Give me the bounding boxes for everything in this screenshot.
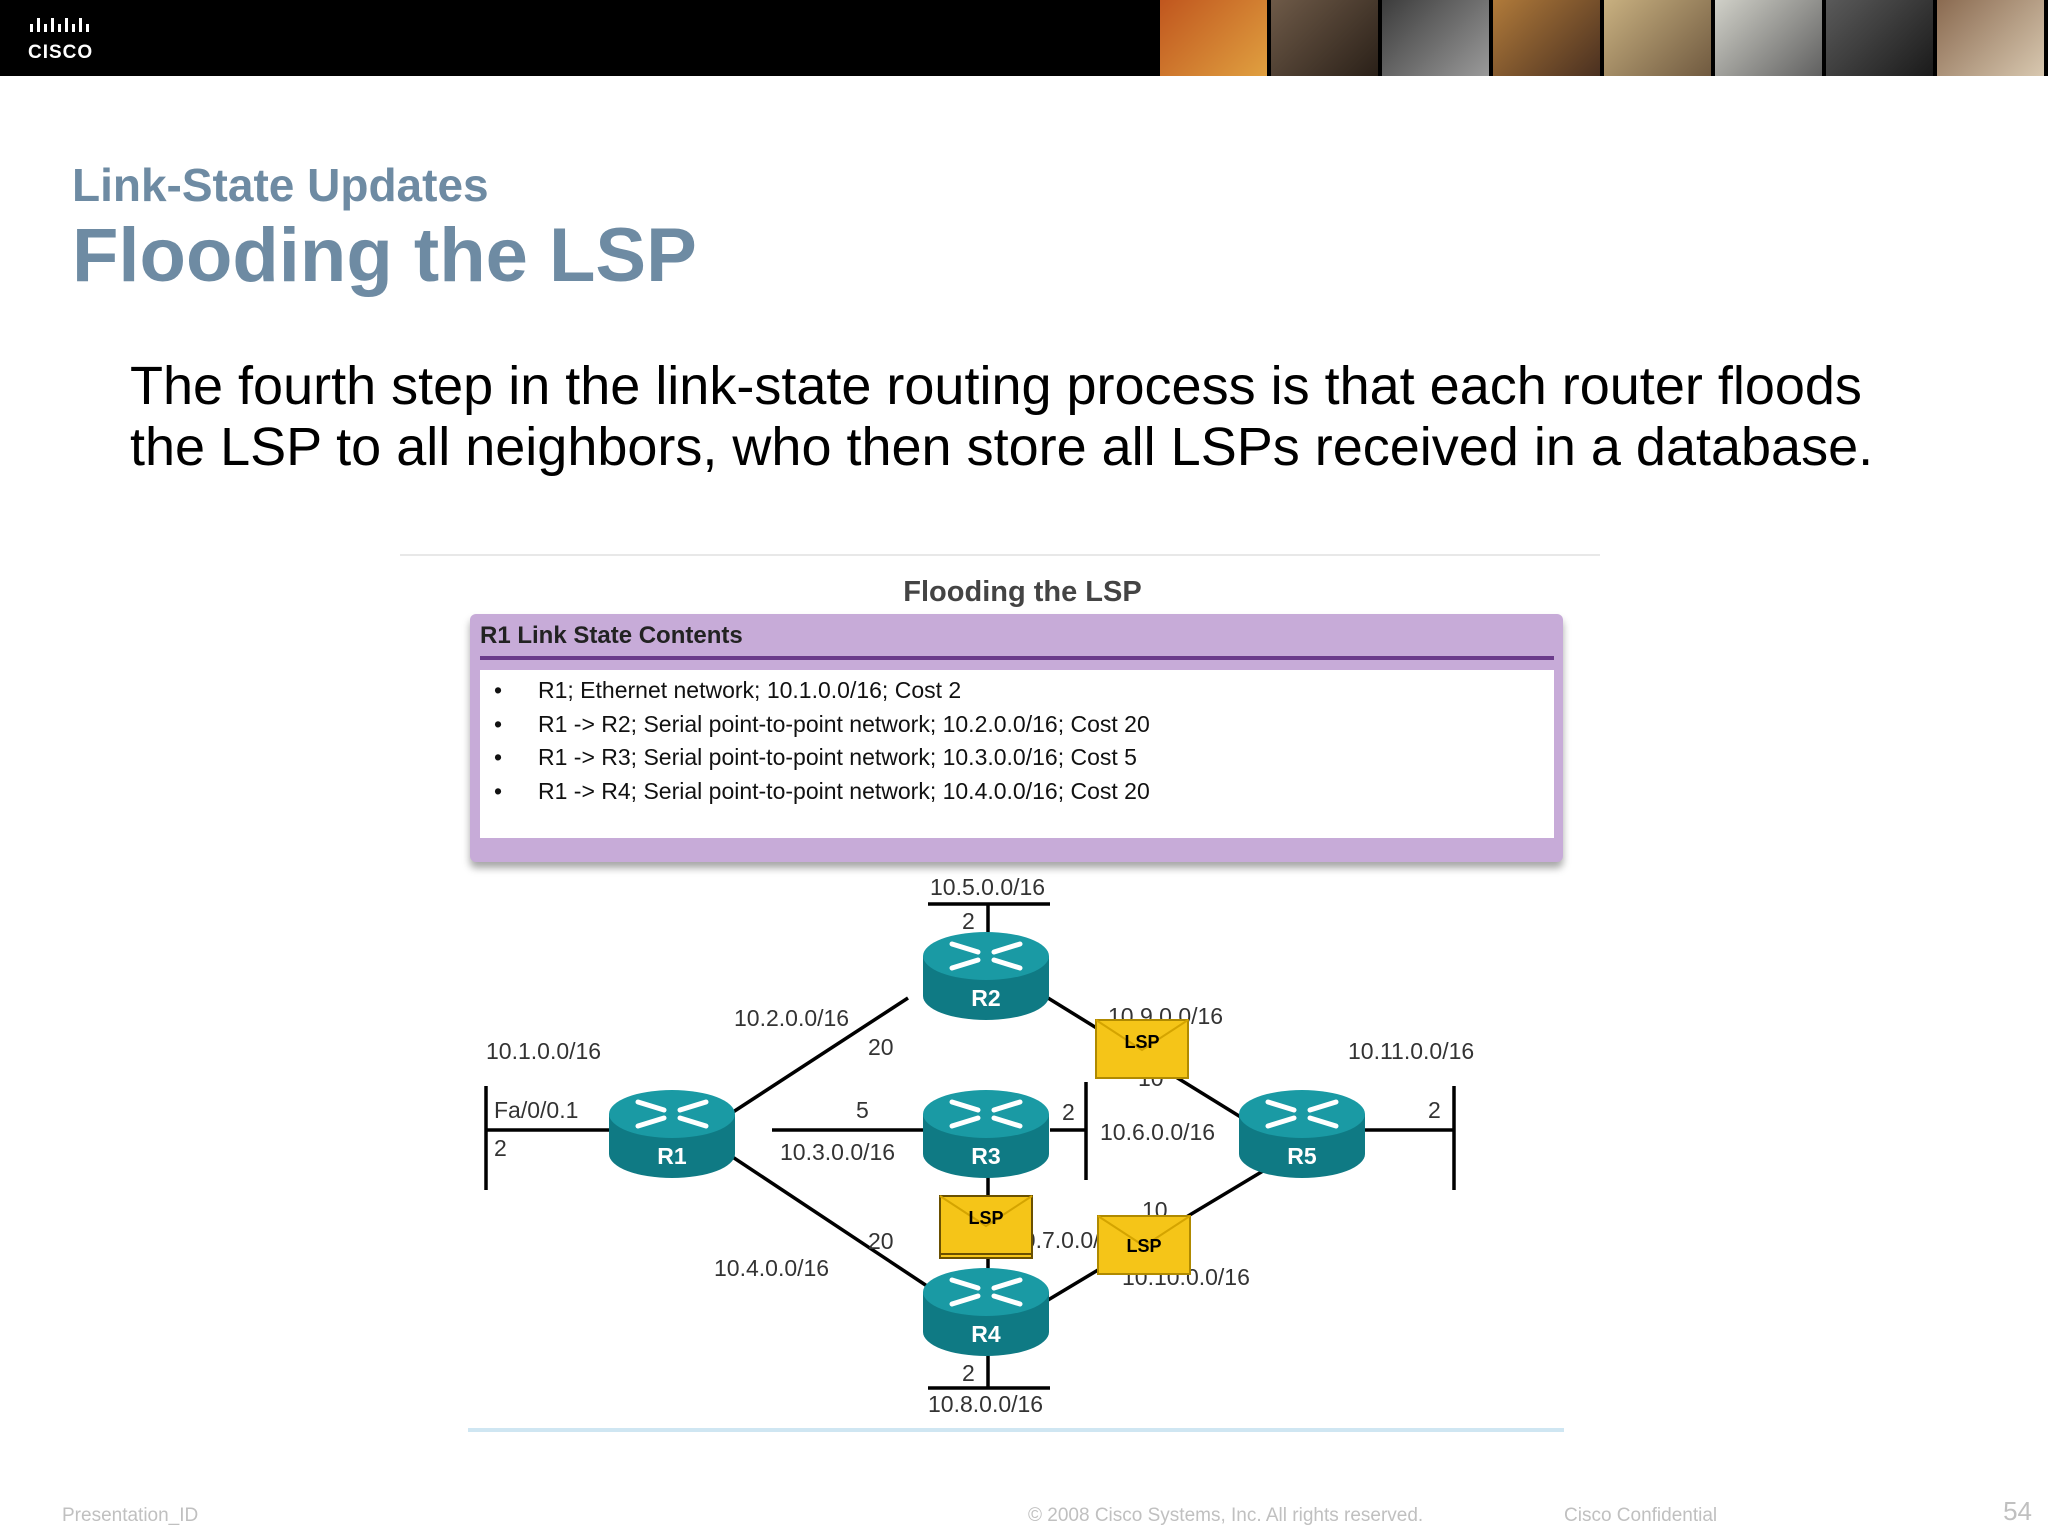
network-topology-diagram: R1 R2 R3 R4 R5 10.5.0.0/16 2 10.2.0.0/16…	[484, 874, 1474, 1417]
router-r2: R2	[923, 932, 1049, 1020]
header-photo-strip	[1160, 0, 2048, 76]
figure-top-divider	[400, 554, 1600, 556]
header-photo	[1160, 0, 1267, 76]
router-r3: R3	[923, 1090, 1049, 1178]
header-photo	[1715, 0, 1822, 76]
footer-copyright: © 2008 Cisco Systems, Inc. All rights re…	[1028, 1505, 1424, 1526]
interface-label: Fa/0/0.1	[494, 1097, 578, 1123]
cost-label: 2	[494, 1135, 507, 1161]
bullet-icon: •	[494, 710, 503, 737]
slide-title: Flooding the LSP	[72, 213, 697, 298]
header-photo	[1271, 0, 1378, 76]
cost-label: 2	[1062, 1099, 1075, 1125]
list-item: • R1 -> R3; Serial point-to-point network…	[494, 741, 1150, 775]
header-bar: CISCO	[0, 0, 2048, 76]
cost-label: 2	[962, 908, 975, 934]
slide-subtitle: Link-State Updates	[72, 159, 489, 211]
link-state-contents-box: R1 Link State Contents • R1; Ethernet net…	[470, 614, 1563, 862]
cost-label: 20	[868, 1228, 894, 1254]
cisco-logo: CISCO	[28, 14, 118, 64]
list-item: • R1 -> R2; Serial point-to-point network…	[494, 708, 1150, 742]
cost-label: 2	[962, 1360, 975, 1386]
envelope-label: LSP	[1126, 1236, 1161, 1256]
link-r1-r2	[729, 996, 909, 1116]
list-item-text: R1 -> R3; Serial point-to-point network;…	[538, 744, 1137, 770]
lsp-envelope-r4-r5: LSP	[1097, 1215, 1191, 1275]
header-photo	[1826, 0, 1933, 76]
list-item: • R1 -> R4; Serial point-to-point network…	[494, 775, 1150, 809]
cost-label: 20	[868, 1034, 894, 1060]
flooding-figure: Flooding the LSP R1 Link State Contents …	[400, 552, 1600, 1432]
lsp-envelope-r2-r5: LSP	[1095, 1019, 1189, 1079]
bullet-icon: •	[494, 677, 503, 703]
header-photo	[1604, 0, 1711, 76]
footer-presentation-id: Presentation_ID	[62, 1505, 199, 1526]
router-label: R5	[1287, 1143, 1317, 1169]
network-label: 10.1.0.0/16	[486, 1038, 601, 1064]
cost-label: 5	[856, 1097, 869, 1123]
envelope-label: LSP	[1124, 1032, 1159, 1052]
link-state-list: • R1; Ethernet network; 10.1.0.0/16; Cost…	[494, 674, 1150, 808]
router-r4: R4	[923, 1268, 1049, 1356]
network-label: 10.8.0.0/16	[928, 1391, 1043, 1417]
network-label: 10.3.0.0/16	[780, 1139, 895, 1165]
envelope-label: LSP	[968, 1208, 1003, 1228]
link-r1-r4	[715, 1144, 931, 1290]
bullet-icon: •	[494, 777, 503, 804]
network-label: 10.11.0.0/16	[1348, 1038, 1474, 1064]
router-label: R4	[971, 1321, 1001, 1347]
network-label: 10.6.0.0/16	[1100, 1119, 1215, 1145]
list-item-text: R1 -> R2; Serial point-to-point network;…	[538, 710, 1150, 737]
footer-confidential: Cisco Confidential	[1564, 1505, 1718, 1526]
logo-text: CISCO	[28, 42, 94, 63]
list-item-text: R1 -> R4; Serial point-to-point network;…	[538, 777, 1150, 804]
lsp-envelope-r3-r4: LSP	[939, 1195, 1033, 1259]
page-number: 54	[2003, 1496, 2032, 1526]
network-label: 10.2.0.0/16	[734, 1005, 849, 1031]
figure-bottom-divider	[468, 1428, 1564, 1432]
link-state-box-rule	[480, 656, 1554, 660]
link-state-box-title: R1 Link State Contents	[480, 622, 743, 649]
network-label: 10.5.0.0/16	[930, 874, 1045, 900]
router-r5: R5	[1239, 1090, 1365, 1178]
slide-body-text: The fourth step in the link-state routin…	[130, 356, 1874, 477]
header-photo	[1493, 0, 1600, 76]
router-r1: R1	[609, 1090, 735, 1178]
bullet-icon: •	[494, 744, 503, 770]
router-label: R2	[971, 985, 1000, 1011]
router-label: R3	[971, 1143, 1000, 1169]
link-state-list-panel: • R1; Ethernet network; 10.1.0.0/16; Cost…	[480, 670, 1554, 838]
network-label: 10.4.0.0/16	[714, 1255, 829, 1281]
list-item: • R1; Ethernet network; 10.1.0.0/16; Cost…	[494, 674, 1150, 708]
router-label: R1	[657, 1143, 687, 1169]
figure-title: Flooding the LSP	[903, 576, 1142, 608]
header-photo	[1937, 0, 2044, 76]
cost-label: 2	[1428, 1097, 1441, 1123]
list-item-text: R1; Ethernet network; 10.1.0.0/16; Cost …	[538, 677, 962, 703]
header-photo	[1382, 0, 1489, 76]
cisco-bridge-icon	[30, 18, 89, 32]
